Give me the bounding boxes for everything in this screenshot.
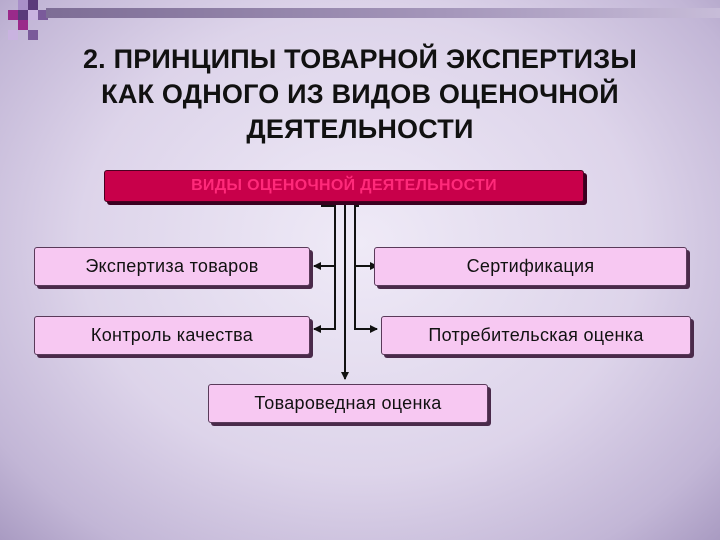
connector-to-consumer-assessment: [354, 266, 378, 333]
box-certification: Сертификация: [374, 247, 687, 286]
connector-to-expertise: [313, 203, 336, 270]
title-line-2: КАК ОДНОГО ИЗ ВИДОВ ОЦЕНОЧНОЙ: [101, 79, 619, 109]
page-title: 2. ПРИНЦИПЫ ТОВАРНОЙ ЭКСПЕРТИЗЫ КАК ОДНО…: [20, 42, 700, 147]
box-merchandise-assessment: Товароведная оценка: [208, 384, 488, 423]
top-decorative-bar: [46, 8, 720, 18]
title-line-3: ДЕЯТЕЛЬНОСТИ: [246, 114, 474, 144]
title-line-1: 2. ПРИНЦИПЫ ТОВАРНОЙ ЭКСПЕРТИЗЫ: [82, 44, 638, 74]
connector-to-certification: [354, 203, 378, 270]
connector-to-quality-control: [313, 266, 336, 333]
box-consumer-assessment: Потребительская оценка: [381, 316, 691, 355]
box-quality-control: Контроль качества: [34, 316, 310, 355]
root-box-evaluation-types: ВИДЫ ОЦЕНОЧНОЙ ДЕЯТЕЛЬНОСТИ: [104, 170, 584, 202]
decorative-squares: [8, 0, 48, 40]
box-goods-expertise: Экспертиза товаров: [34, 247, 310, 286]
